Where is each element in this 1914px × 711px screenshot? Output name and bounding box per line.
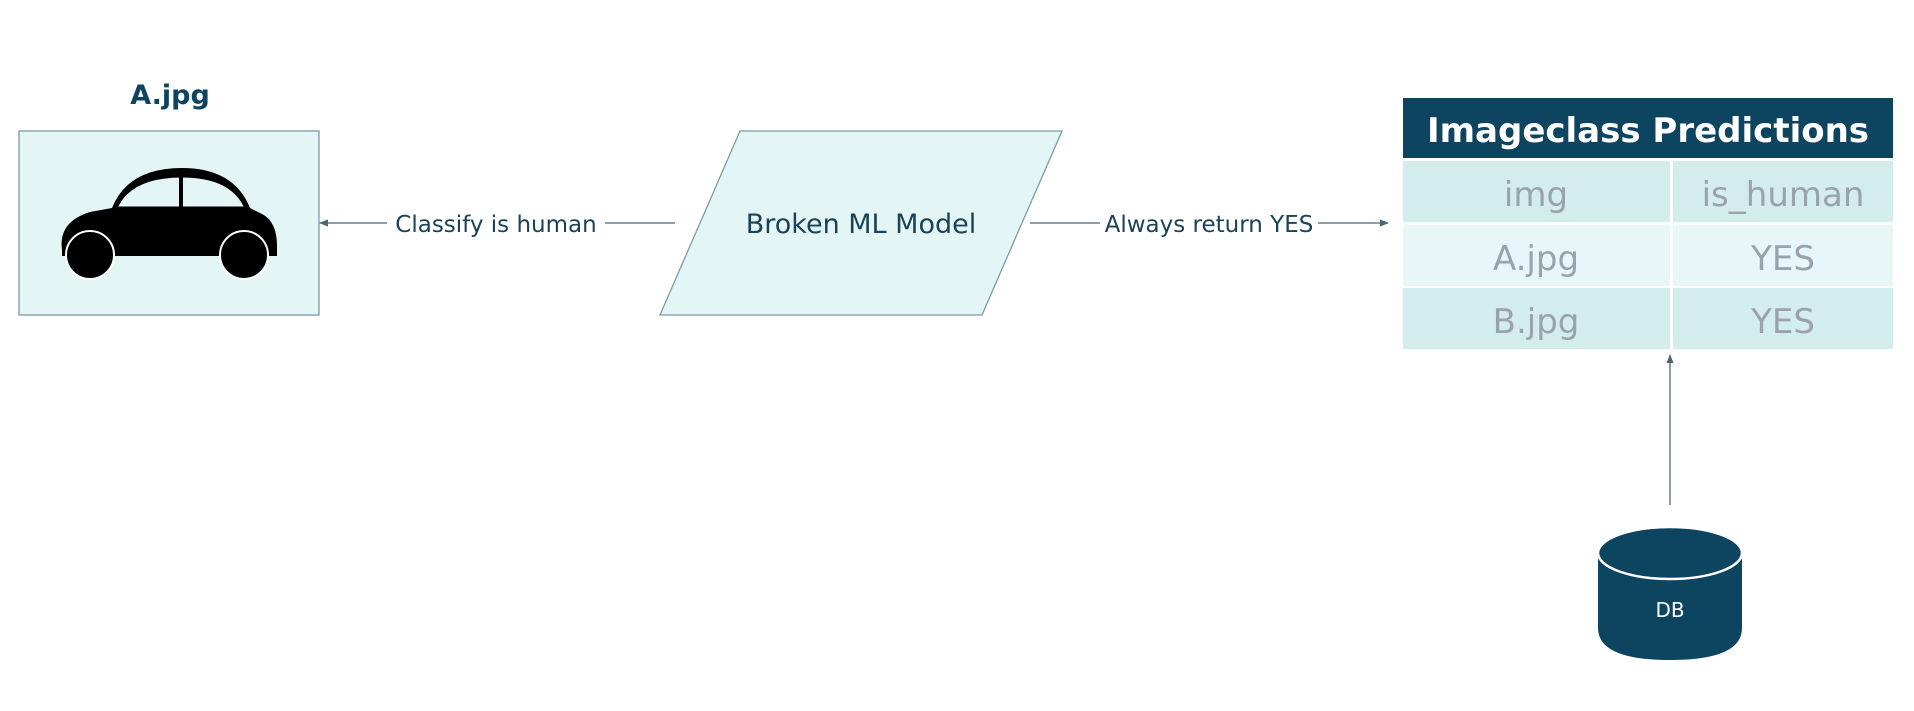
table-header-cell — [1673, 161, 1893, 222]
table-header-is-human: is_human — [1702, 175, 1865, 215]
db-label: DB — [1655, 598, 1684, 622]
table-cell — [1403, 288, 1670, 349]
car-icon — [61, 168, 278, 280]
model-label: Broken ML Model — [746, 209, 977, 240]
table-cell — [1673, 288, 1893, 349]
classify-label: Classify is human — [395, 212, 596, 238]
table-row-1-img: A.jpg — [1493, 239, 1579, 279]
table-header-img: img — [1504, 175, 1568, 215]
predictions-table: Imageclass Predictions img is_human A.jp… — [1403, 98, 1893, 349]
table-row-1-is-human: YES — [1750, 239, 1815, 279]
table-header-cell — [1403, 161, 1670, 222]
table-title: Imageclass Predictions — [1427, 111, 1869, 151]
return-label: Always return YES — [1105, 212, 1314, 238]
model-node — [659, 130, 1063, 316]
table-title-bar — [1403, 98, 1893, 158]
table-cell — [1673, 225, 1893, 286]
table-row-2-img: B.jpg — [1493, 302, 1580, 342]
table-row-2-is-human: YES — [1750, 302, 1815, 342]
table-cell — [1403, 225, 1670, 286]
image-title: A.jpg — [130, 80, 210, 111]
database-icon — [1596, 525, 1744, 660]
